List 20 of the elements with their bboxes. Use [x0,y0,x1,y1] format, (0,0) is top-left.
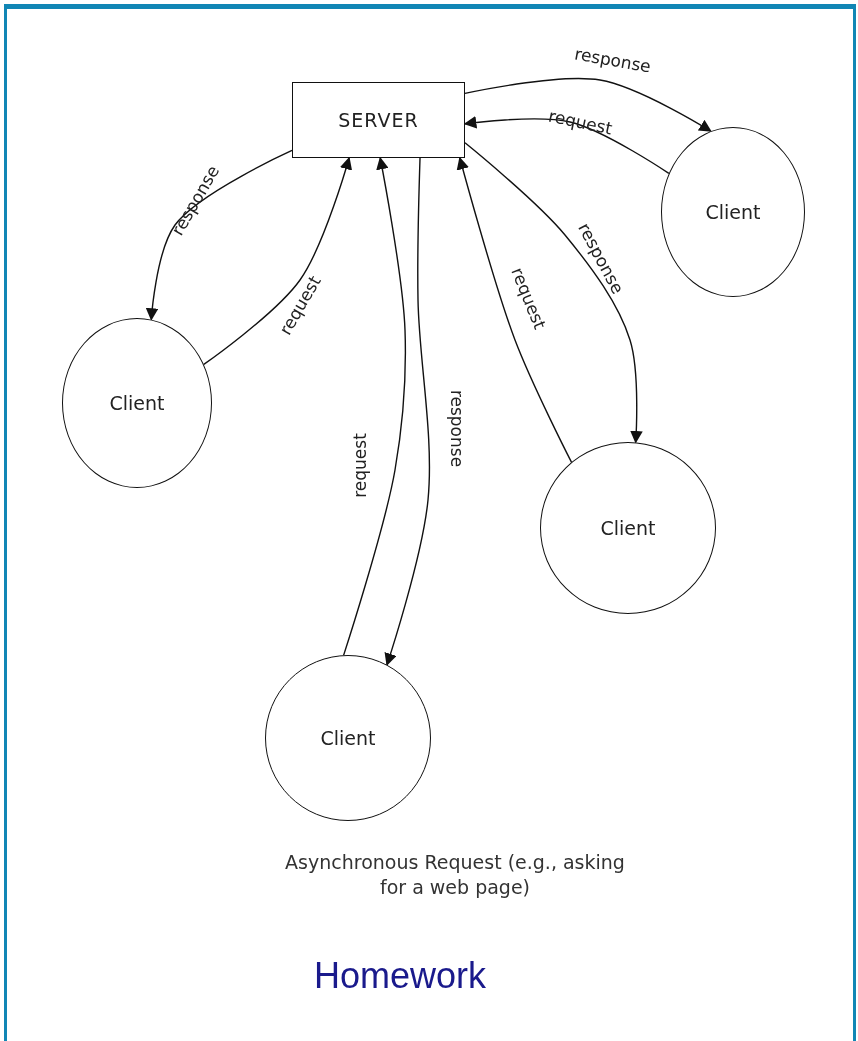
arrow [384,157,431,666]
edge-label: response [447,389,465,467]
arrow [463,116,670,175]
arrow [456,156,573,463]
footer-text: Homework [312,955,487,997]
server-box [292,82,465,158]
node-label: Client [109,392,165,414]
arrow [464,77,712,132]
node-label: Client [705,201,761,223]
edge-label: request [546,106,614,138]
node-label: Client [320,727,376,749]
arrow [464,142,643,444]
edge-label: response [572,44,652,76]
node-label: SERVER [338,109,419,131]
edge-label: request [351,432,369,498]
arrow [342,156,407,656]
caption: Asynchronous Request (e.g., asking for a web page) [284,850,626,900]
arrow [145,149,293,321]
node-label: Client [600,517,656,539]
arrow [203,156,353,366]
